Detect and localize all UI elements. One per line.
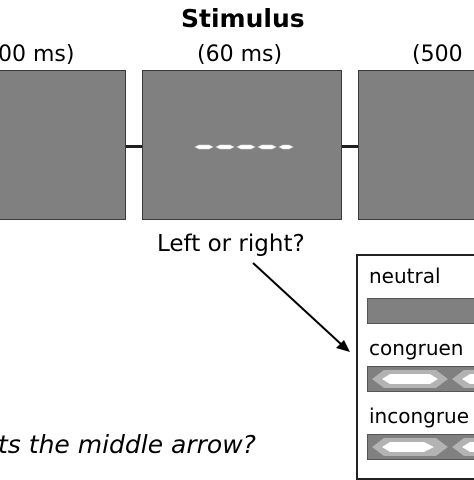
response-question: Left or right?	[157, 231, 305, 257]
diagram-title: Stimulus	[181, 4, 305, 33]
incongruent-swatch	[367, 434, 474, 460]
connector-line	[342, 145, 358, 148]
legend-label-neutral: neutral	[369, 264, 441, 288]
legend-label-congruent: congruen	[369, 336, 464, 360]
congruent-arrows	[372, 370, 474, 388]
timing-label-fixation: 00 ms)	[0, 42, 75, 67]
flanker-arrow-1	[194, 144, 214, 150]
bottom-question: ts the middle arrow?	[0, 430, 256, 459]
flanker-arrow-2	[215, 144, 235, 150]
center-arrow	[236, 144, 256, 150]
blank-panel	[358, 70, 474, 220]
congruent-swatch	[367, 366, 474, 392]
connector-line	[126, 145, 142, 148]
legend-label-incongruent: incongrue	[369, 404, 470, 428]
flanker-arrow-5	[278, 144, 294, 150]
incongruent-arrows	[372, 438, 474, 456]
timing-label-stimulus: (60 ms)	[197, 42, 283, 67]
neutral-swatch	[367, 298, 474, 324]
flanker-arrow-4	[257, 144, 277, 150]
flanker-stimulus-arrows	[194, 144, 294, 150]
condition-legend: neutral congruen incongrue	[356, 254, 474, 480]
timing-label-blank: (500	[412, 42, 463, 67]
fixation-panel	[0, 70, 126, 220]
stimulus-panel	[142, 70, 342, 220]
